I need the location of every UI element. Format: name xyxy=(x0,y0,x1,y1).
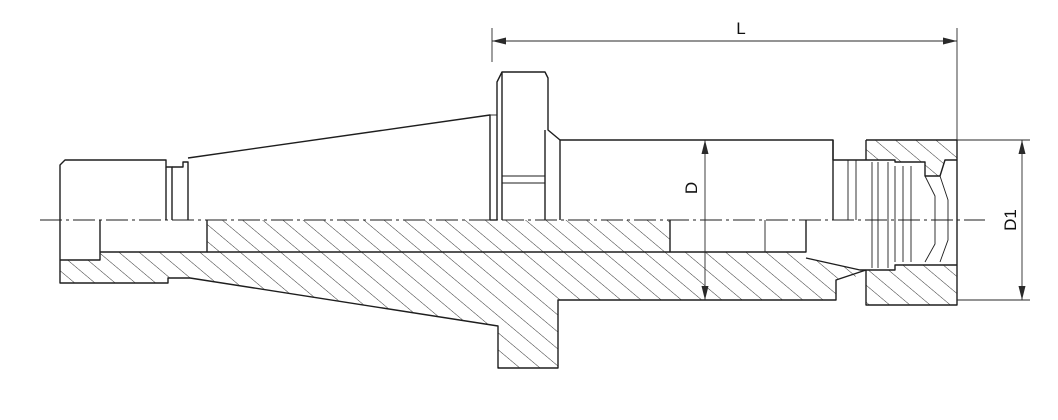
section-hatching xyxy=(60,140,957,368)
dimension-d xyxy=(701,140,709,300)
dimension-label-d1: D1 xyxy=(1001,209,1020,231)
dimension-l xyxy=(491,28,958,140)
dimension-label-d: D xyxy=(682,182,701,194)
dimension-d1 xyxy=(957,139,1030,301)
holder-outline-lower xyxy=(59,219,867,369)
dimension-label-l: L xyxy=(736,19,745,38)
holder-outline-upper xyxy=(59,71,866,220)
collet-nut xyxy=(865,139,958,306)
